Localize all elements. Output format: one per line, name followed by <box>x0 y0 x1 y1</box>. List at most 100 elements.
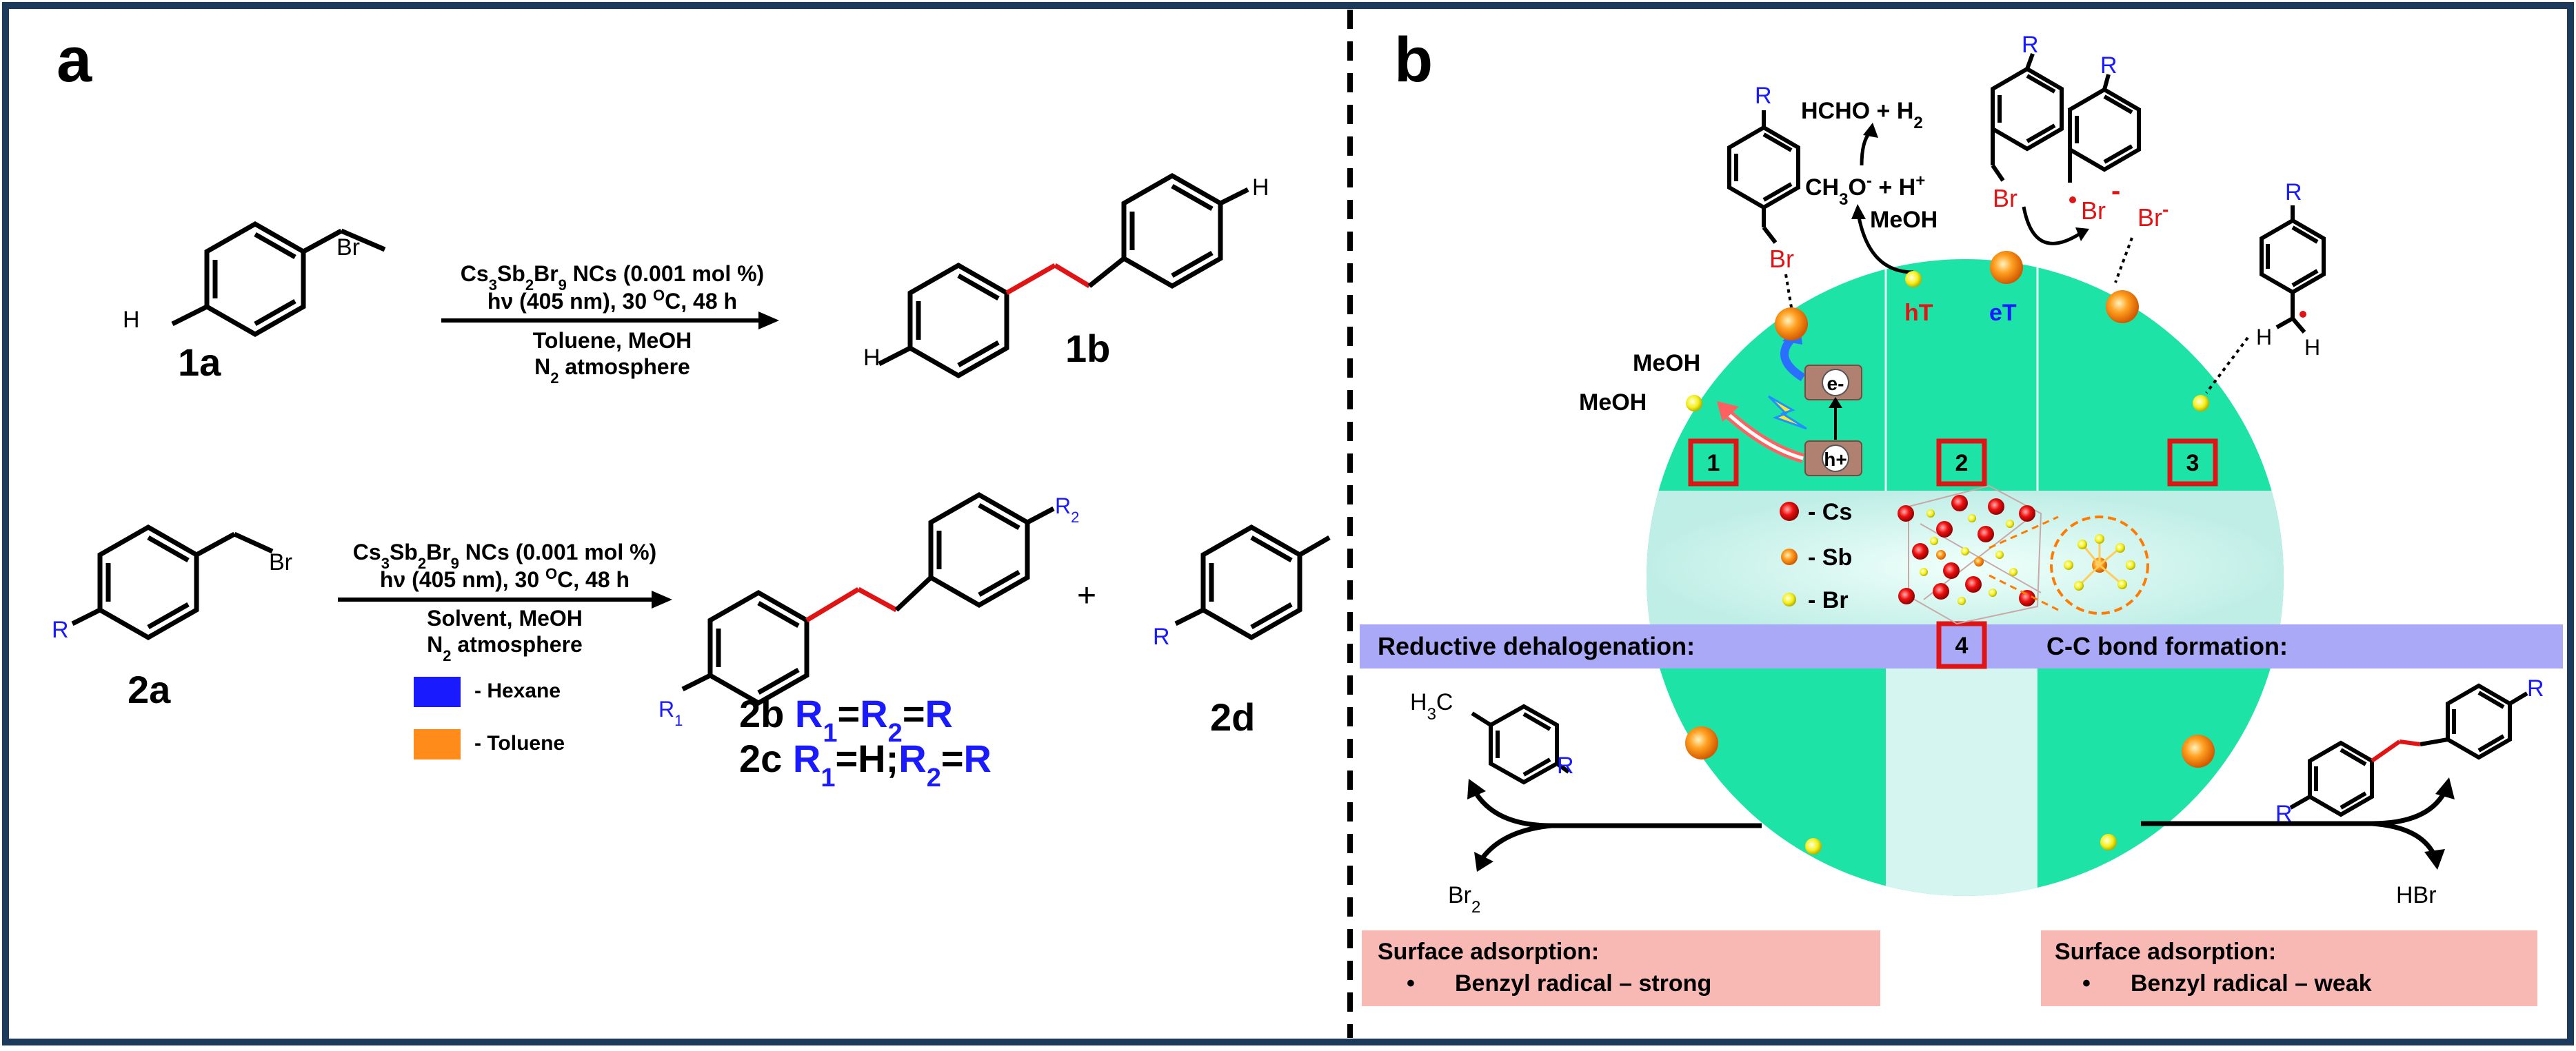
note-right-item: Benzyl radical – weak <box>2131 970 2372 997</box>
meoh-lower: MeOH <box>1579 389 1647 416</box>
top-mid-r: R <box>2022 32 2039 58</box>
top-meoh: MeOH <box>1870 207 1938 233</box>
top-left-br: Br <box>1769 245 1794 273</box>
2b-red-bond-b <box>857 586 898 613</box>
zone-3-box <box>2167 438 2218 487</box>
nanocrystal-sphere <box>1647 259 2284 896</box>
1a-h: H <box>123 307 140 333</box>
zone-4-box <box>1936 621 1987 669</box>
top-mid-br: Br <box>1993 184 2017 212</box>
1b-bond-c <box>1087 256 1126 288</box>
radical-dot <box>2069 196 2076 203</box>
label-1a: 1a <box>178 340 221 384</box>
note-right-bullet: • <box>2082 970 2091 997</box>
ht-label: hT <box>1904 300 1933 326</box>
label-1b: 1b <box>1065 327 1110 370</box>
row1-cond-solvent: Toluene, MeOH <box>533 328 692 353</box>
br2-arrow <box>1480 823 1552 860</box>
zone-3-label: 3 <box>2186 450 2200 476</box>
label-2a: 2a <box>128 668 171 711</box>
2b-bond-c <box>894 575 933 612</box>
meoh-oxidation-arrow <box>1856 213 1914 274</box>
molecule-2d <box>1174 524 1331 641</box>
legend-cs: - Cs <box>1808 499 1852 525</box>
2b-id: 2b <box>739 692 784 735</box>
charge-carriers: e- h+ <box>1717 324 1862 476</box>
hole-label: h+ <box>1824 449 1847 470</box>
lightning-bolt <box>1767 395 1807 430</box>
bottom-left-toluene <box>1471 704 1570 785</box>
note-right-title: Surface adsorption: <box>2055 939 2276 965</box>
electron-label: e- <box>1827 373 1844 394</box>
row1-cond-light: hν (405 nm), 30 OC, 48 h <box>487 287 737 314</box>
panel-b: b Reductive dehalogenation: C-C bond for… <box>1360 25 2563 1006</box>
arrow-row1-head <box>758 312 779 329</box>
1b-red-bond-a <box>1005 263 1056 296</box>
2d-r: R <box>1153 624 1170 650</box>
right-benzyl-radical <box>2260 205 2326 334</box>
right-h1: H <box>2256 325 2272 349</box>
note-left-bullet: • <box>1407 970 1415 997</box>
row2-cond-light: hν (405 nm), 30 OC, 48 h <box>380 565 630 593</box>
top-left-r: R <box>1755 83 1772 109</box>
2c-id: 2c <box>739 737 782 780</box>
note-left-item: Benzyl radical – strong <box>1455 970 1711 997</box>
zone-2-label: 2 <box>1955 450 1969 476</box>
top-right-r: R <box>2100 52 2117 79</box>
meoh-upper: MeOH <box>1633 350 1700 376</box>
2a-r: R <box>52 617 69 643</box>
zone-1-box <box>1688 438 1739 487</box>
legend-toluene-swatch <box>414 729 461 759</box>
2a-br: Br <box>269 549 292 575</box>
right-h2: H <box>2304 335 2320 360</box>
legend-br: - Br <box>1808 587 1849 613</box>
zone-4-label: 4 <box>1955 633 1969 659</box>
bottom-red-bond-a <box>2371 739 2401 763</box>
band-right-label: C-C bond formation: <box>2046 632 2288 660</box>
radical-br: Br <box>2081 196 2106 225</box>
molecule-2a <box>71 524 274 641</box>
1a-br: Br <box>336 234 360 261</box>
mechanism-band <box>1360 624 2563 669</box>
arrow-row2-head <box>652 591 672 609</box>
et-arrow <box>2022 206 2080 245</box>
legend-hexane-label: - Hexane <box>474 680 561 702</box>
plus-sign: + <box>1077 578 1096 614</box>
hbr-arrow <box>2371 821 2437 856</box>
2b-red-bond-a <box>805 586 860 623</box>
bottom-red-bond-b <box>2399 739 2421 746</box>
panel-a-letter: a <box>57 25 92 95</box>
legend-hexane-swatch <box>414 677 461 707</box>
bottom-left-r: R <box>1557 753 1574 779</box>
legend-sb: - Sb <box>1808 544 1852 571</box>
structure-legend: - Cs - Sb - Br <box>1780 499 1852 613</box>
hbr-label: HBr <box>2396 882 2437 908</box>
label-2d: 2d <box>1210 695 1255 739</box>
note-right-box <box>2041 930 2537 1006</box>
right-r: R <box>2285 179 2302 205</box>
top-right-benzyl-radical-anion <box>2068 74 2141 183</box>
row2-cond-solvent: Solvent, MeOH <box>427 606 583 631</box>
zone-2-box <box>1936 438 1987 487</box>
surface-particles <box>1685 251 2215 855</box>
1b-h-right: H <box>1252 174 1269 201</box>
zone-1-label: 1 <box>1707 450 1720 476</box>
free-br-dotted <box>2114 237 2133 283</box>
top-mid-benzyl-bromide <box>1991 52 2064 182</box>
radical-br-charge: - <box>2111 176 2120 206</box>
zone-boxes: 1 2 3 4 <box>1688 438 2218 669</box>
note-left-title: Surface adsorption: <box>1378 939 1599 965</box>
right-radical-dot <box>2300 311 2306 318</box>
band-left-label: Reductive dehalogenation: <box>1378 632 1695 660</box>
molecule-1a <box>171 221 386 338</box>
bottom-right-r2: R <box>2527 675 2544 702</box>
crystal-structure <box>1898 484 2149 625</box>
top-left-benzyl-bromide <box>1727 110 1800 244</box>
1b-red-bond-b <box>1054 263 1091 289</box>
et-label: eT <box>1989 300 2017 326</box>
1b-h-left: H <box>863 345 881 371</box>
legend-toluene-label: - Toluene <box>474 732 565 755</box>
note-left-box <box>1362 930 1880 1006</box>
panel-b-letter: b <box>1394 25 1433 95</box>
